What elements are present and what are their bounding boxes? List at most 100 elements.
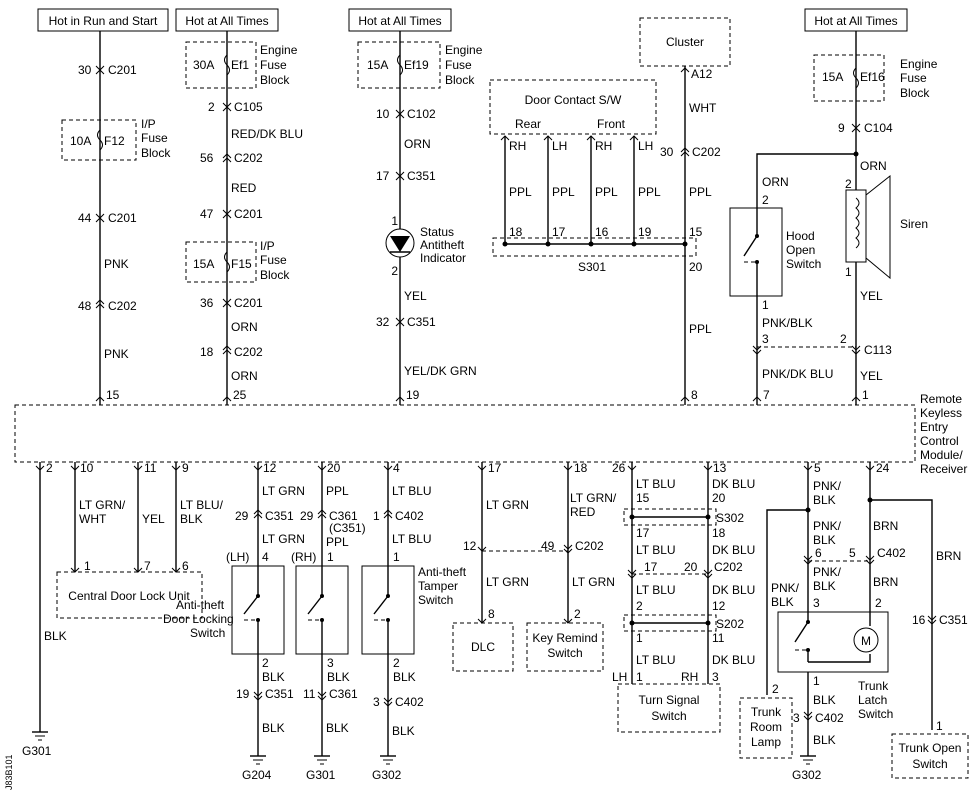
door-contact-lh1: LH	[552, 139, 567, 153]
tamper-wire3: BLK	[393, 670, 416, 684]
col1-pin2: 44	[78, 211, 92, 225]
siren-horn-icon	[865, 174, 891, 280]
turn-n15: 15	[636, 491, 650, 505]
lock-rh-p2: 1	[327, 550, 334, 564]
hood-pin3: 3	[762, 332, 769, 346]
door-contact-rear: Rear	[515, 117, 541, 131]
trunk-w24: BRN	[873, 519, 898, 533]
hood-label1: Hood	[786, 229, 815, 243]
turn-w26c: LT BLU	[636, 583, 676, 597]
cluster-label: Cluster	[666, 35, 704, 49]
trunk-n2: 2	[875, 596, 882, 610]
col2-conn2: C202	[234, 151, 263, 165]
col3-wire2: YEL	[404, 289, 427, 303]
diagram-code: J83B101	[4, 754, 14, 790]
tamper-label1: Anti-theft	[418, 565, 467, 579]
cdl-p9: 9	[182, 461, 189, 475]
siren-wire2: YEL	[860, 289, 883, 303]
lock-rh-conn-alt: (C351)	[329, 521, 366, 535]
splice-s202: S202	[716, 617, 744, 631]
key-p2: 2	[574, 607, 581, 621]
module-box	[14, 404, 916, 463]
col1-conn2: C201	[108, 211, 137, 225]
dlc-n1: 12	[463, 539, 477, 553]
lock-lh-wire3: BLK	[262, 670, 285, 684]
trunk-w5d: BLK	[813, 533, 836, 547]
door-lock-switch-rh: 20 PPL 29 C361 (C351) PPL (RH) 1 3 BLK 1…	[291, 461, 366, 782]
col2-wire3: ORN	[231, 320, 258, 334]
cdl-n6: 6	[182, 559, 189, 573]
door-contact-switch-group: Door Contact S/W Rear Front RH LH RH LH …	[489, 79, 703, 274]
col2-conn3: C201	[234, 207, 263, 221]
lock-rh-conn-pin: 29	[300, 509, 314, 523]
fuse-ef1-id: Ef1	[231, 58, 249, 72]
turn-n12: 12	[712, 599, 726, 613]
trunk-w5c: PNK/	[813, 519, 842, 533]
trunk-w24b: BRN	[873, 575, 898, 589]
trunk-w5b: BLK	[813, 493, 836, 507]
hood-label2: Open	[786, 243, 815, 257]
fuse-f15-label3: Block	[260, 268, 290, 282]
b2-wire: BLK	[44, 629, 67, 643]
lock-lh-p3: 2	[262, 656, 269, 670]
column-2-circuit: 30A Ef1 Engine Fuse Block 2 C105 RED/DK …	[185, 31, 303, 405]
cdl-p10: 10	[80, 461, 94, 475]
trunk-conn2-pin: 3	[793, 711, 800, 725]
fuse-ef1-label1: Engine	[260, 43, 298, 57]
tamper-label3: Switch	[418, 593, 453, 607]
door-lock-switch-lh: 12 LT GRN 29 C351 LT GRN (LH) 4 2 BLK 19…	[226, 461, 305, 782]
lock-rh-conn2-pin: 11	[303, 687, 316, 701]
col3-wire1: ORN	[404, 137, 431, 151]
source-atall-1: Hot at All Times	[185, 14, 268, 28]
lock-lh-conn: C351	[265, 509, 294, 523]
lock-label3: Switch	[190, 626, 225, 640]
trunk-wire-blk: BLK	[813, 693, 836, 707]
led-pin1: 1	[391, 214, 398, 228]
cluster-wire2: PPL	[689, 185, 712, 199]
turn-w13c: DK BLU	[712, 583, 755, 597]
status-led-icon	[385, 228, 415, 258]
lock-rh-p3: 3	[327, 656, 334, 670]
trunk-latch-label3: Switch	[858, 707, 893, 721]
col2-pin1: 2	[208, 100, 215, 114]
hood-module-pin: 7	[763, 388, 770, 402]
col1-pin3: 48	[78, 299, 92, 313]
siren-conn: C104	[864, 121, 893, 135]
lock-rh-wire1: PPL	[326, 484, 349, 498]
b2-pin: 2	[46, 461, 53, 475]
lock-lh-wire1: LT GRN	[262, 484, 305, 498]
siren-wire3: YEL	[860, 369, 883, 383]
trunk-open-label1: Trunk Open	[899, 741, 962, 755]
trunk-w5h: BLK	[813, 579, 836, 593]
lock-rh-side: (RH)	[291, 550, 316, 564]
col3-pin1: 10	[376, 107, 390, 121]
trunk-lamp-label3: Lamp	[751, 735, 781, 749]
col1-module-pin: 15	[106, 388, 120, 402]
lock-lh-conn2: C351	[265, 687, 294, 701]
fuse-f12-rating: 10A	[70, 134, 91, 148]
dlc-label: DLC	[471, 640, 495, 654]
turn-w26: LT BLU	[636, 477, 676, 491]
source-atall-2: Hot at All Times	[358, 14, 441, 28]
tamper-conn2: C402	[395, 695, 424, 709]
door-splice-n2: 17	[552, 225, 566, 239]
led-label2: Antitheft	[420, 238, 465, 252]
col3-wire3: YEL/DK GRN	[404, 364, 477, 378]
trunk-w24c: BRN	[936, 549, 961, 563]
column-1-circuit: 30 C201 10A F12 I/P Fuse Block 44 C201 P…	[61, 31, 171, 405]
fuse-ef16-id: Ef16	[860, 70, 885, 84]
trunk-n6: 6	[815, 546, 822, 560]
col3-pin3: 32	[376, 315, 390, 329]
door-contact-front: Front	[597, 117, 626, 131]
hood-pin1: 2	[762, 193, 769, 207]
door-wire-3: PPL	[595, 185, 618, 199]
turn-n20b: 20	[684, 560, 698, 574]
door-splice-n3: 16	[595, 225, 609, 239]
col2-wire4: ORN	[231, 369, 258, 383]
lock-rh-wire4: BLK	[326, 721, 349, 735]
tamper-conn: C402	[395, 509, 424, 523]
trunk-latch-label1: Trunk	[858, 679, 889, 693]
hood-wire1: ORN	[762, 175, 789, 189]
trunk-w5f: BLK	[771, 595, 794, 609]
cdl-label: Central Door Lock Unit	[68, 589, 190, 603]
